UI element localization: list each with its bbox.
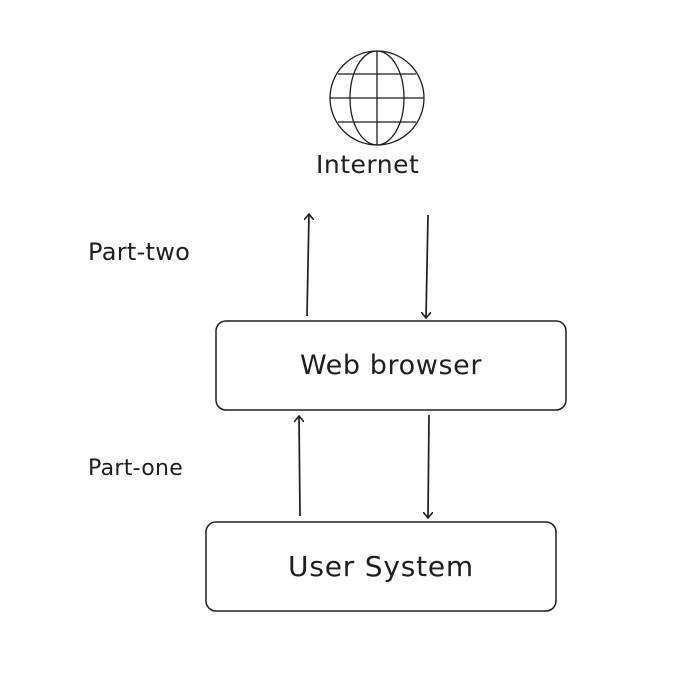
arrow-user-to-browser (299, 416, 300, 517)
internet-label: Internet (316, 150, 420, 179)
arrow-internet-to-browser (426, 214, 428, 318)
user-system-box (205, 521, 557, 612)
user-system-label: User System (288, 550, 474, 583)
arrow-browser-to-internet (307, 214, 309, 317)
part-two-label: Part-two (88, 238, 191, 266)
arrow-browser-to-user (428, 414, 429, 518)
web-browser-box (215, 320, 567, 411)
web-browser-label: Web browser (299, 350, 483, 381)
part-one-label: Part-one (88, 456, 184, 481)
globe-icon (329, 50, 425, 146)
